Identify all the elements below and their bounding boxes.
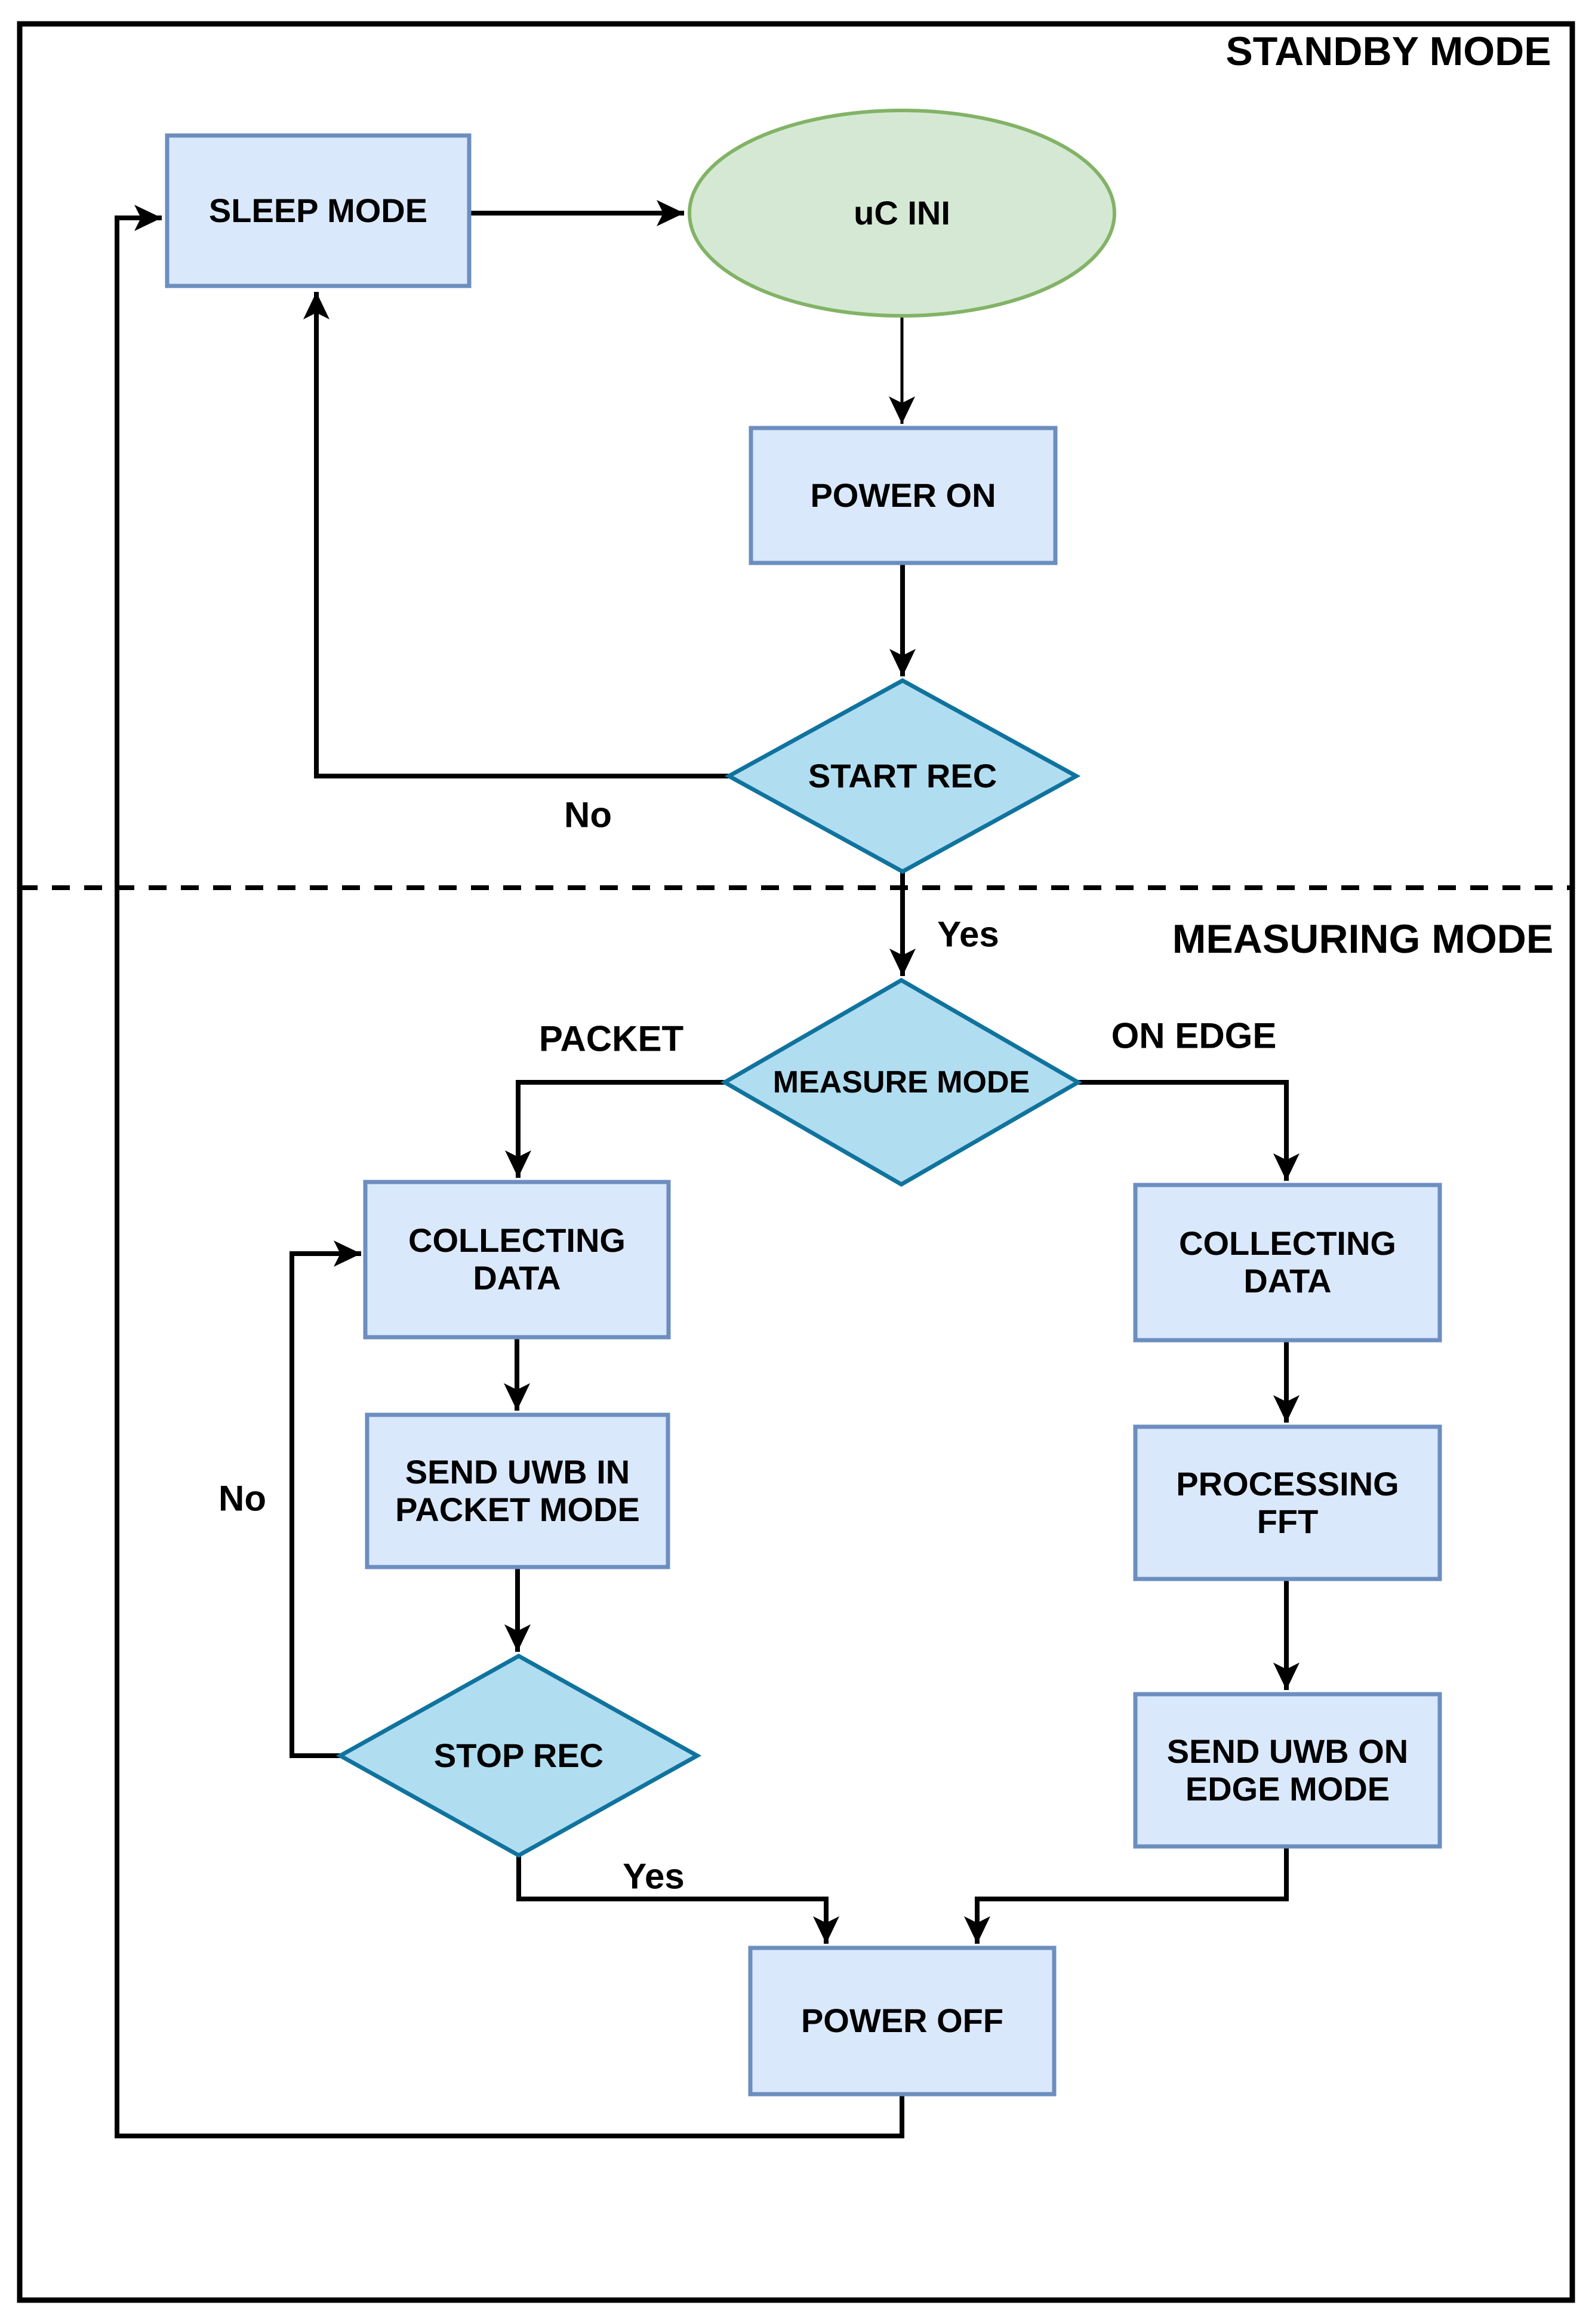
collecting-data-edge-box xyxy=(1133,1183,1442,1343)
power-on-box xyxy=(749,426,1058,565)
start-rec-diamond xyxy=(724,678,1081,874)
power-off-box xyxy=(748,1946,1057,2097)
edge-measuremode-packet-to-collecting xyxy=(505,1080,725,1178)
edge-measuremode-onedge-to-collecting xyxy=(1078,1080,1300,1181)
processing-fft-box xyxy=(1133,1424,1442,1581)
send-uwb-edge-box xyxy=(1133,1692,1442,1849)
nodes-layer xyxy=(165,109,1442,2097)
stop-rec-diamond xyxy=(335,1653,702,1858)
measure-mode-diamond xyxy=(720,977,1082,1187)
send-uwb-packet-box xyxy=(365,1412,670,1569)
edge-senduwbedge-to-poweroff xyxy=(964,1846,1289,1944)
sleep-mode-box xyxy=(165,133,472,288)
uc-ini-ellipse xyxy=(688,109,1116,318)
edge-stoprec-yes-to-poweroff xyxy=(516,1855,839,1944)
collecting-data-packet-box xyxy=(363,1180,671,1340)
diagram-border xyxy=(17,21,1575,2303)
edges-layer xyxy=(115,200,1300,2138)
edge-stoprec-no-to-collectingpacket xyxy=(290,1241,361,1758)
edge-startrec-no-to-sleep xyxy=(303,292,729,778)
edge-poweroff-to-sleep xyxy=(115,205,904,2138)
